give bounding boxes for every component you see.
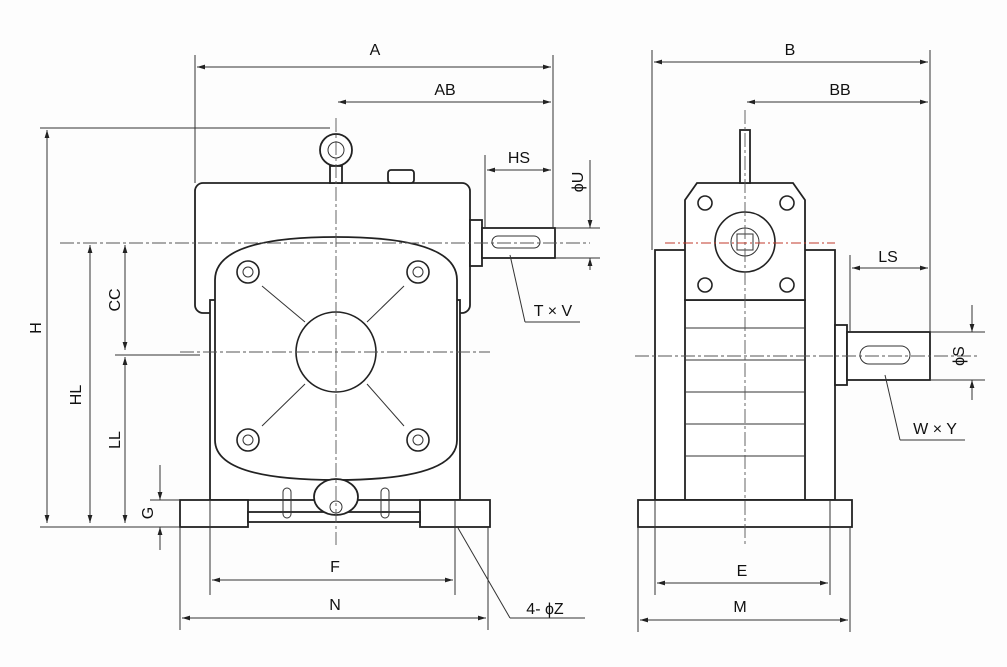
dim-label-e: E (737, 563, 748, 580)
dim-label-a: A (370, 42, 381, 59)
worm-housing (684, 182, 806, 301)
dim-label-hl: HL (68, 385, 85, 406)
dim-label-t-x-v: T × V (534, 303, 573, 320)
dim-label-g: G (140, 507, 157, 519)
cover-ribs (261, 285, 405, 427)
worm-cover-bolts (697, 195, 795, 293)
input-keyway (491, 235, 541, 249)
front-view (60, 118, 590, 545)
dim-label-f: F (330, 559, 340, 576)
dim-label-ll: LL (107, 431, 124, 449)
front-dimension-lines (40, 55, 600, 630)
dim-label-4-phi-z: 4- ϕZ (526, 601, 564, 618)
oil-plug (387, 169, 415, 184)
output-keyway (859, 345, 911, 365)
base-foot-left (179, 499, 249, 528)
dim-label-b: B (785, 42, 796, 59)
dim-label-ab: AB (434, 82, 455, 99)
dim-label-m: M (733, 599, 746, 616)
cover-bolts (236, 260, 430, 452)
dim-label-cc: CC (107, 288, 124, 311)
dim-label-bb: BB (829, 82, 850, 99)
input-shaft (481, 227, 556, 259)
dim-label-phi-u: ϕU (570, 172, 587, 193)
dim-label-hs: HS (508, 150, 530, 167)
side-view (635, 110, 980, 545)
dim-label-w-x-y: W × Y (913, 421, 957, 438)
dim-label-phi-s: ϕS (951, 346, 968, 366)
dim-label-h: H (28, 322, 45, 334)
side-dimension-lines (637, 50, 985, 632)
dim-label-n: N (329, 597, 341, 614)
dim-label-ls: LS (878, 249, 898, 266)
